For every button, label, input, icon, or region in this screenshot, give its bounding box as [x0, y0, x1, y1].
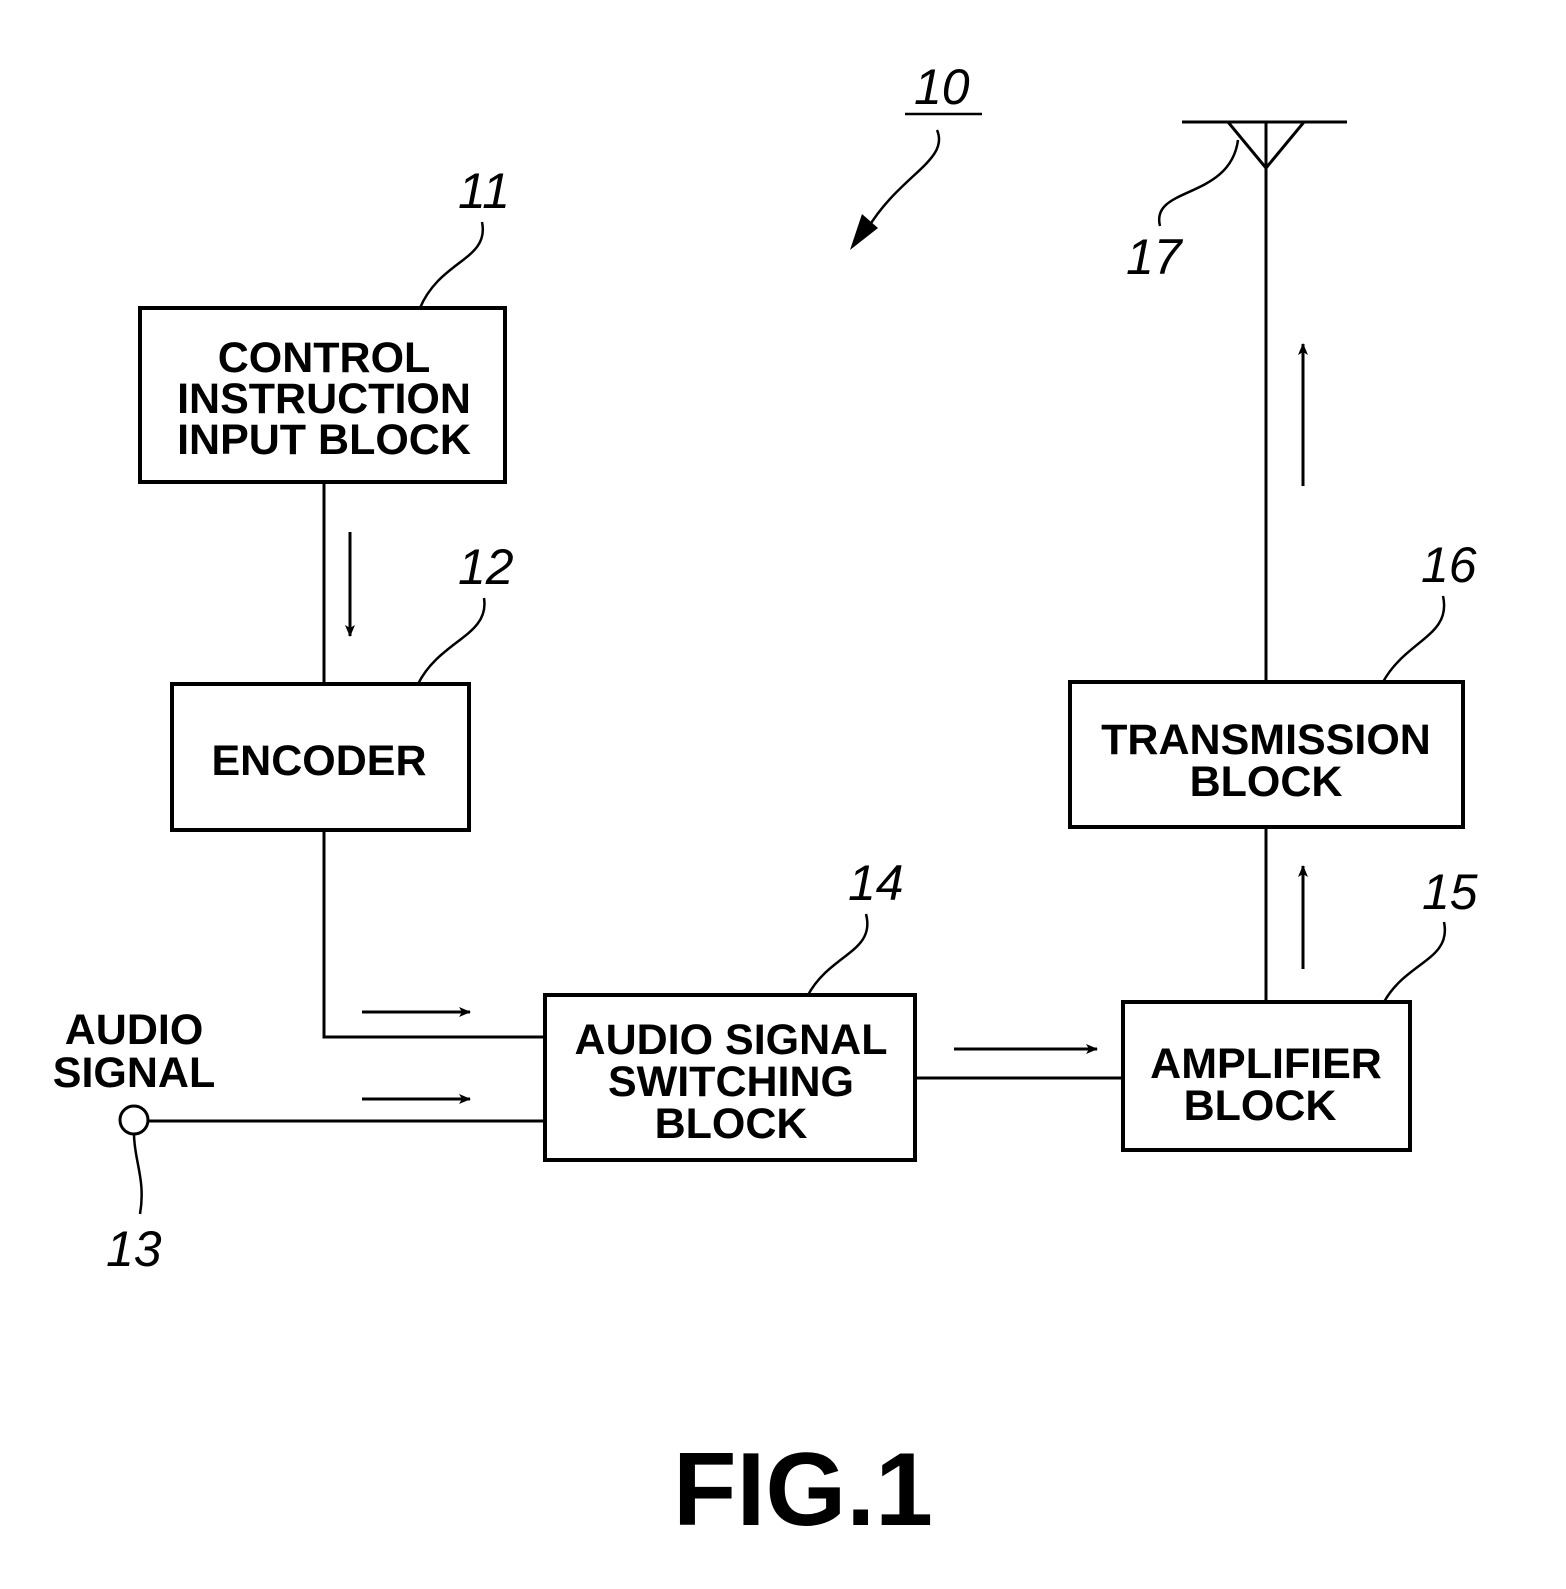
ref-11-leader [420, 222, 483, 308]
ref-17-leader [1159, 140, 1238, 226]
switching-block-label-line-1: AUDIO SIGNAL [575, 1016, 888, 1064]
amplifier-block-label-line-1: AMPLIFIER [1150, 1040, 1382, 1088]
ref-numeral-14: 14 [848, 855, 904, 911]
ref-10-leader [868, 130, 939, 228]
audio-signal-label-line-2: SIGNAL [53, 1049, 215, 1097]
ref-numeral-11: 11 [458, 163, 510, 219]
ref-numeral-17: 17 [1126, 229, 1184, 285]
transmission-block-label-line-1: TRANSMISSION [1101, 716, 1431, 764]
audio-signal-label-line-1: AUDIO [65, 1006, 204, 1054]
wire-encoder-to-switching [324, 830, 545, 1037]
ref-numeral-13: 13 [106, 1221, 162, 1277]
ref-15-leader [1384, 922, 1445, 1002]
ref-12-leader [418, 598, 484, 684]
encoder-block-label: ENCODER [211, 737, 426, 785]
control-block-label-line-3: INPUT BLOCK [177, 416, 471, 464]
ref-numeral-16: 16 [1421, 537, 1477, 593]
switching-block-label-line-3: BLOCK [655, 1100, 808, 1148]
ref-13-leader [134, 1134, 142, 1214]
figure-label: FIG.1 [673, 1432, 933, 1548]
amplifier-block-label-line-2: BLOCK [1184, 1082, 1337, 1130]
ref-14-leader [808, 914, 867, 995]
switching-block-label-line-2: SWITCHING [608, 1058, 854, 1106]
ref-16-leader [1383, 596, 1444, 682]
transmission-block-label-line-2: BLOCK [1190, 758, 1343, 806]
audio-input-terminal-icon [120, 1106, 148, 1134]
ref-numeral-15: 15 [1422, 864, 1478, 920]
ref-numeral-12: 12 [458, 539, 514, 595]
ref-numeral-10: 10 [914, 59, 970, 115]
